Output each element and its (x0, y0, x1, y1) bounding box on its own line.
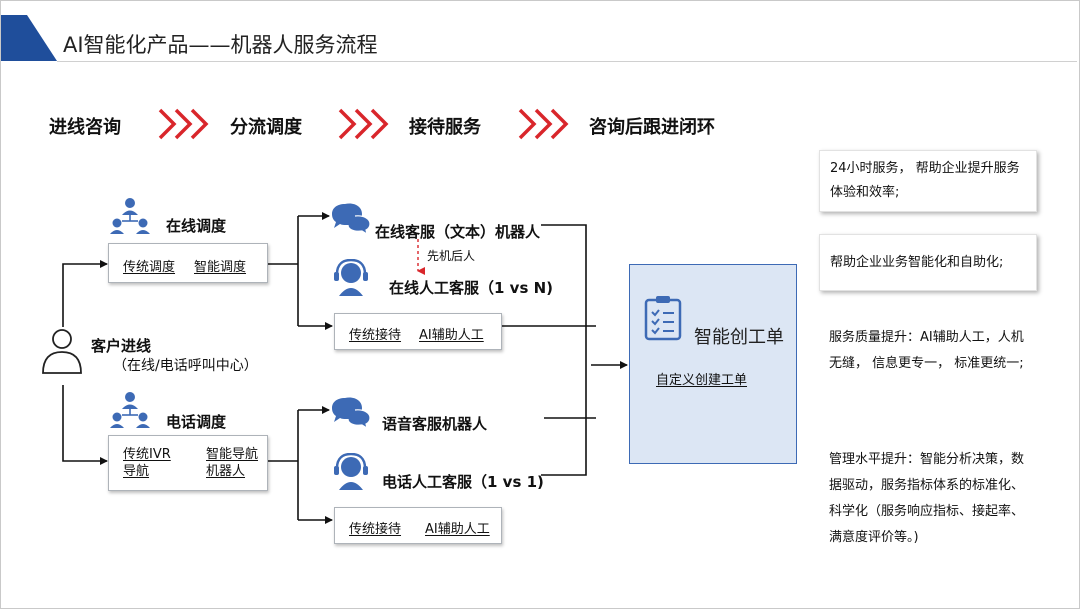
smart-dispatch-link[interactable]: 智能调度 (194, 260, 247, 275)
online-dispatch-box: 传统调度 智能调度 (108, 243, 268, 283)
phone-human-title: 电话人工客服（1 vs 1) (382, 473, 544, 491)
customer-person-icon (42, 329, 82, 374)
custom-ticket-link[interactable]: 自定义创建工单 (656, 373, 748, 388)
dispatch-network-icon (110, 392, 150, 428)
online-dispatch-title: 在线调度 (166, 217, 227, 235)
smart-ticket-panel: 智能创工单 自定义创建工单 (629, 264, 797, 464)
online-human-box: 传统接待 AI辅助人工 (334, 313, 502, 350)
step-4-label: 咨询后跟进闭环 (589, 117, 715, 138)
step-2-label: 分流调度 (230, 117, 302, 138)
online-human-title: 在线人工客服（1 vs N) (389, 279, 553, 297)
page-title: AI智能化产品——机器人服务流程 (63, 33, 378, 57)
traditional-ivr-link[interactable]: 传统IVR 导航 (123, 447, 171, 479)
step-3-label: 接待服务 (409, 117, 481, 138)
online-traditional-reception-link[interactable]: 传统接待 (349, 328, 402, 343)
online-ai-assist-link[interactable]: AI辅助人工 (419, 328, 484, 343)
chat-bubble-icon (332, 397, 371, 429)
voice-bot-title: 语音客服机器人 (382, 415, 488, 433)
chevron-right-icon (518, 108, 569, 140)
chevron-right-icon (338, 108, 389, 140)
customer-title: 客户进线 (91, 337, 152, 355)
benefit-note-1: 24小时服务， 帮助企业提升服务体验和效率; (819, 150, 1037, 212)
chevron-right-icon (158, 108, 209, 140)
phone-dispatch-title: 电话调度 (166, 413, 227, 431)
phone-traditional-reception-link[interactable]: 传统接待 (349, 522, 402, 537)
phone-dispatch-box: 传统IVR 导航 智能导航 机器人 (108, 435, 268, 491)
clipboard-checklist-icon (644, 296, 682, 341)
traditional-dispatch-link[interactable]: 传统调度 (123, 260, 176, 275)
step-1-label: 进线咨询 (49, 117, 121, 138)
benefit-text-4: 管理水平提升：智能分析决策，数据驱动，服务指标体系的标准化、科学化（服务响应指标… (829, 452, 1025, 545)
phone-human-box: 传统接待 AI辅助人工 (334, 507, 502, 544)
benefit-note-2: 帮助企业业务智能化和自助化; (819, 234, 1037, 291)
customer-subtitle: （在线/电话呼叫中心） (113, 358, 258, 374)
phone-ai-assist-link[interactable]: AI辅助人工 (425, 522, 490, 537)
headset-agent-icon (334, 259, 368, 296)
header-accent-shape (1, 15, 57, 61)
smart-ticket-title: 智能创工单 (694, 327, 784, 348)
chat-bubble-icon (332, 203, 371, 235)
headset-agent-icon (334, 453, 368, 490)
bot-first-label: 先机后人 (427, 249, 476, 263)
smart-nav-bot-link[interactable]: 智能导航 机器人 (206, 447, 259, 479)
benefit-text-3: 服务质量提升：AI辅助人工，人机无缝， 信息更专一， 标准更统一; (829, 330, 1024, 371)
header-rule (57, 61, 1077, 62)
online-bot-title: 在线客服（文本）机器人 (375, 223, 541, 241)
dispatch-network-icon (110, 198, 150, 234)
